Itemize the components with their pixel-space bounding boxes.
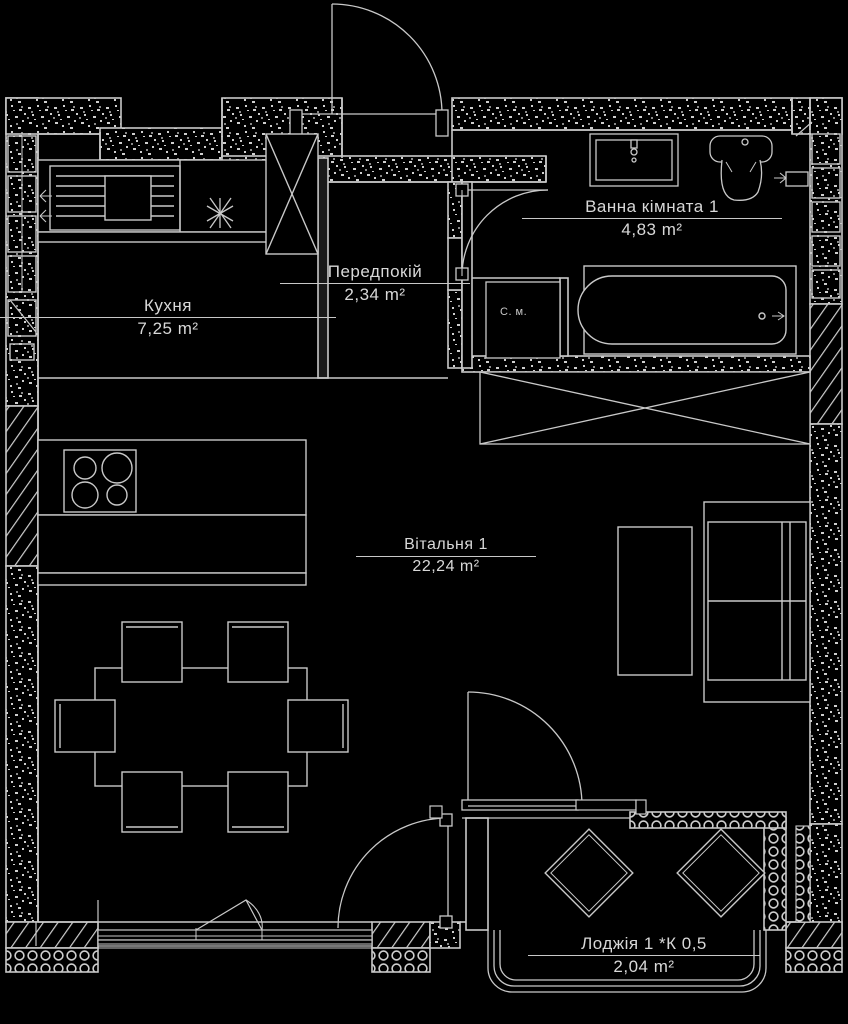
- entry-door: [289, 3, 449, 137]
- wall-pier-bottom-mid2: [429, 921, 461, 949]
- wall-exterior-top-right: [451, 97, 793, 131]
- annotation-washing-machine: С. м.: [500, 306, 528, 318]
- wall-pier-loggia-right: [785, 921, 843, 949]
- wall-insul-loggia-right: [785, 947, 843, 973]
- wall-pier-bottom-left: [5, 921, 99, 949]
- bathroom-door: [455, 183, 549, 281]
- wall-exterior-right: [809, 97, 843, 931]
- wall-loggia-right-insul: [763, 817, 787, 931]
- wall-insul-bottom-mid: [371, 947, 431, 973]
- stove-hob: [37, 439, 307, 586]
- kitchen-extractor-symbol: [206, 197, 234, 229]
- radiator: [795, 825, 811, 923]
- bathtub: [577, 265, 797, 355]
- kitchen-arrow-markers: [39, 189, 52, 223]
- window-living-bottom: [97, 899, 373, 949]
- loggia-elements: [544, 828, 766, 918]
- window-loggia: [487, 930, 767, 993]
- wall-loggia-top: [629, 811, 787, 829]
- loggia-door: [337, 813, 453, 929]
- washing-machine: [485, 281, 561, 359]
- wall-insul-bottom-left: [5, 947, 99, 973]
- entry-closet: [265, 133, 319, 255]
- dining-set: [54, 621, 349, 833]
- toilet: [709, 135, 809, 201]
- living-door: [461, 691, 583, 811]
- dining-chairs: [54, 621, 349, 833]
- wall-loggia-left: [465, 817, 489, 931]
- sofa: [703, 501, 811, 703]
- window-right-upper: [795, 121, 841, 299]
- wall-pier-bottom-mid: [371, 921, 431, 949]
- living-wardrobe: [479, 371, 811, 445]
- bathroom-sink: [589, 133, 679, 187]
- structural-details: [35, 799, 647, 946]
- coffee-table: [617, 526, 693, 676]
